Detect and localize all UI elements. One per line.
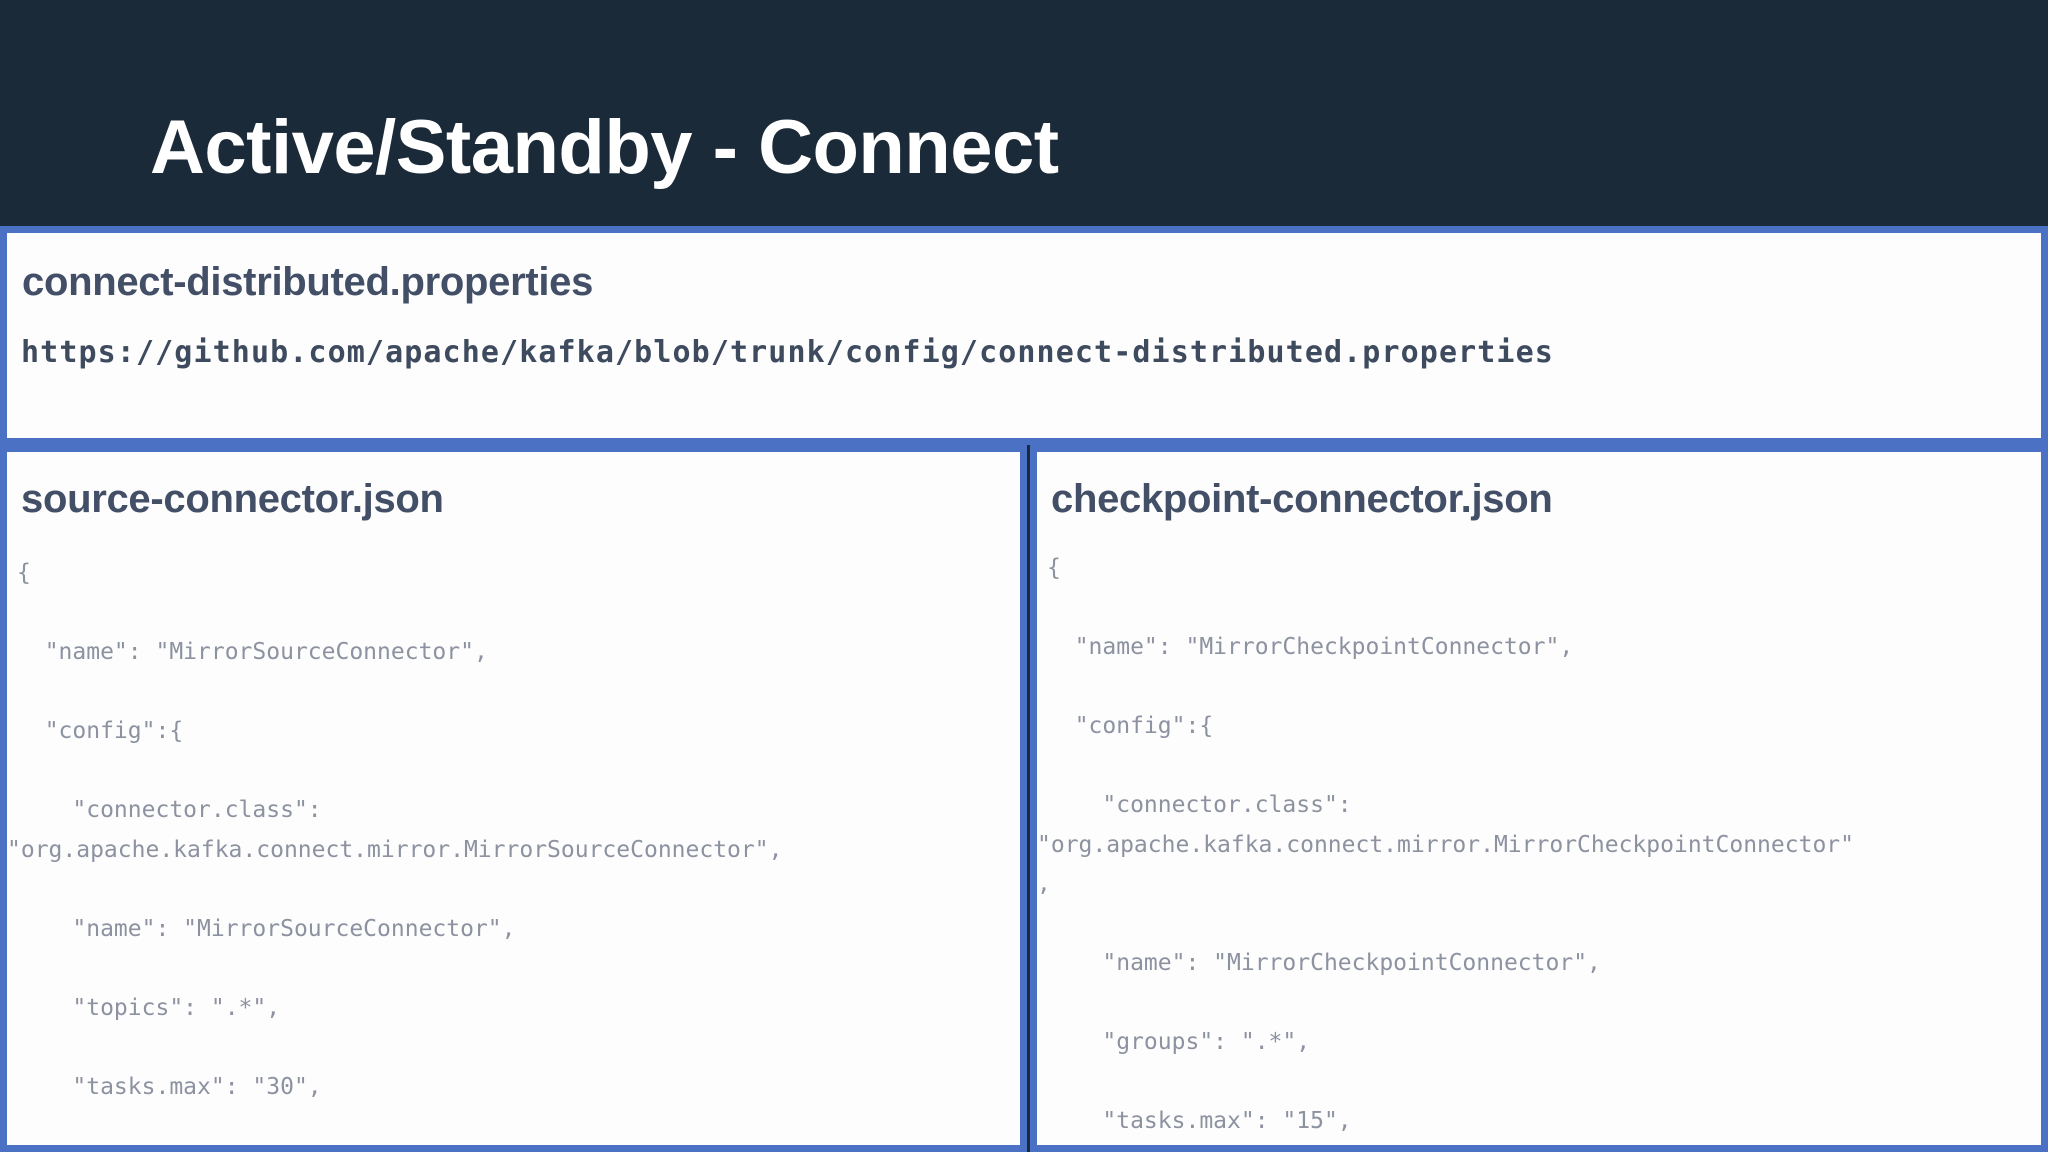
code-line: { (1047, 555, 1061, 581)
properties-url-link[interactable]: https://github.com/apache/kafka/blob/tru… (21, 335, 1554, 370)
code-line: "config":{ (1047, 713, 1214, 739)
code-line: "name": "MirrorSourceConnector", (17, 639, 488, 665)
code-line: "groups": ".*", (1047, 1029, 1311, 1055)
code-line: , (1037, 871, 1051, 897)
page-title: Active/Standby - Connect (150, 105, 1059, 190)
code-line (17, 949, 1020, 989)
source-connector-code: { "name": "MirrorSourceConnector", "conf… (7, 554, 1020, 1152)
code-line (17, 752, 1020, 792)
code-line: "topics": ".*", (17, 994, 281, 1021)
code-line: { (17, 560, 31, 586)
properties-panel: connect-distributed.properties https://g… (0, 226, 2048, 445)
source-connector-panel-title: source-connector.json (21, 477, 444, 521)
code-line: "tasks.max": "15", (1047, 1108, 1352, 1134)
code-line (1047, 589, 2041, 629)
code-line: "source.cluster.alias": "us-west", (17, 1147, 1020, 1152)
checkpoint-connector-panel: checkpoint-connector.json { "name": "Mir… (1030, 445, 2048, 1152)
code-line (1047, 747, 2041, 787)
title-bar: Active/Standby - Connect (0, 0, 2048, 226)
code-line: "name": "MirrorSourceConnector", (17, 915, 516, 942)
code-line (17, 1107, 1020, 1145)
code-line (17, 870, 1020, 910)
code-line (17, 673, 1020, 713)
code-line: "connector.class": (1047, 792, 1352, 818)
checkpoint-connector-code: { "name": "MirrorCheckpointConnector", "… (1037, 549, 2041, 1146)
code-line (17, 1028, 1020, 1068)
code-line (1047, 905, 2041, 945)
code-line: "config":{ (17, 718, 184, 744)
code-line (1047, 668, 2041, 708)
code-line: "org.apache.kafka.connect.mirror.MirrorS… (7, 836, 783, 863)
source-connector-panel: source-connector.json { "name": "MirrorS… (0, 445, 1027, 1152)
code-line: "org.apache.kafka.connect.mirror.MirrorC… (1037, 831, 1854, 858)
code-line: "connector.class": (17, 797, 322, 823)
code-line: "name": "MirrorCheckpointConnector", (1047, 950, 1601, 976)
code-line (1047, 1063, 2041, 1103)
code-line (1047, 984, 2041, 1024)
code-line: "tasks.max": "30", (17, 1073, 322, 1100)
code-line (1047, 1142, 2041, 1146)
properties-panel-title: connect-distributed.properties (22, 260, 594, 304)
checkpoint-connector-panel-title: checkpoint-connector.json (1051, 477, 1553, 521)
code-line: "name": "MirrorCheckpointConnector", (1047, 634, 1574, 660)
code-line (17, 594, 1020, 634)
